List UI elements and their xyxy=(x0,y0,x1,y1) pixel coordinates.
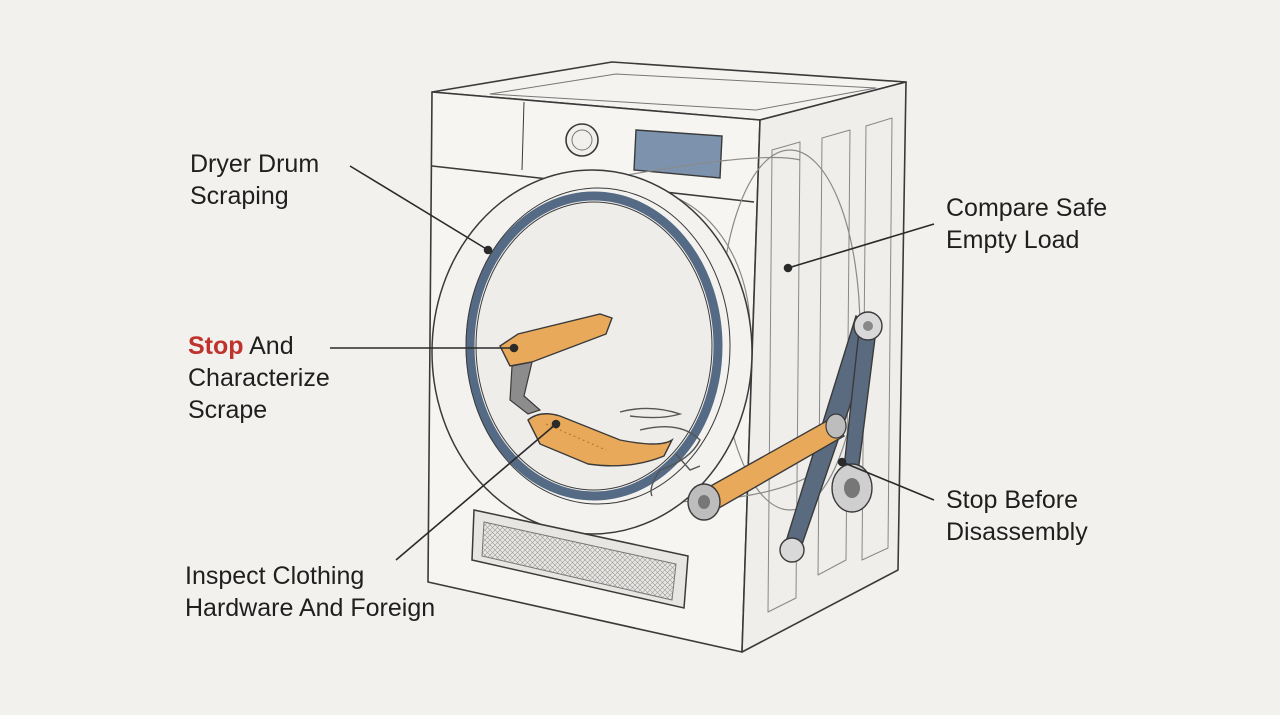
label-compare-safe-line2: Empty Load xyxy=(946,226,1080,254)
label-stop-characterize-line3: Scrape xyxy=(188,396,268,424)
clothing-hardware xyxy=(619,407,701,497)
label-stop-characterize-line1: Stop And xyxy=(188,330,330,362)
control-display xyxy=(633,129,723,179)
scrape-part xyxy=(527,413,674,467)
drum-roller xyxy=(687,413,847,521)
label-inspect-clothing-line2: Hardware And Foreign xyxy=(185,594,436,622)
lint-filter xyxy=(471,509,689,609)
label-drum-scraping: Dryer Drum Scraping xyxy=(190,148,319,212)
label-inspect-clothing-line1: Inspect Clothing xyxy=(185,562,365,590)
label-stop-accent: Stop xyxy=(188,332,244,360)
baffle-bracket xyxy=(509,361,542,415)
label-drum-scraping-line2: Scraping xyxy=(190,182,289,210)
label-compare-safe-line1: Compare Safe xyxy=(946,194,1108,222)
label-stop-characterize: Stop And Characterize Scrape xyxy=(188,330,330,426)
callout-leaders xyxy=(330,165,935,561)
label-drum-scraping-line1: Dryer Drum xyxy=(190,150,320,178)
label-compare-safe: Compare Safe Empty Load xyxy=(946,192,1107,256)
label-stop-disassembly-line2: Disassembly xyxy=(946,518,1088,546)
label-inspect-clothing: Inspect Clothing Hardware And Foreign xyxy=(185,560,435,624)
control-knob xyxy=(565,123,599,157)
label-stop-disassembly: Stop Before Disassembly xyxy=(946,484,1088,548)
label-stop-rest: And xyxy=(243,332,294,360)
door-opening xyxy=(431,169,753,535)
label-stop-disassembly-line1: Stop Before xyxy=(946,486,1079,514)
motor-pulley xyxy=(831,463,873,513)
label-stop-characterize-line2: Characterize xyxy=(188,364,330,392)
